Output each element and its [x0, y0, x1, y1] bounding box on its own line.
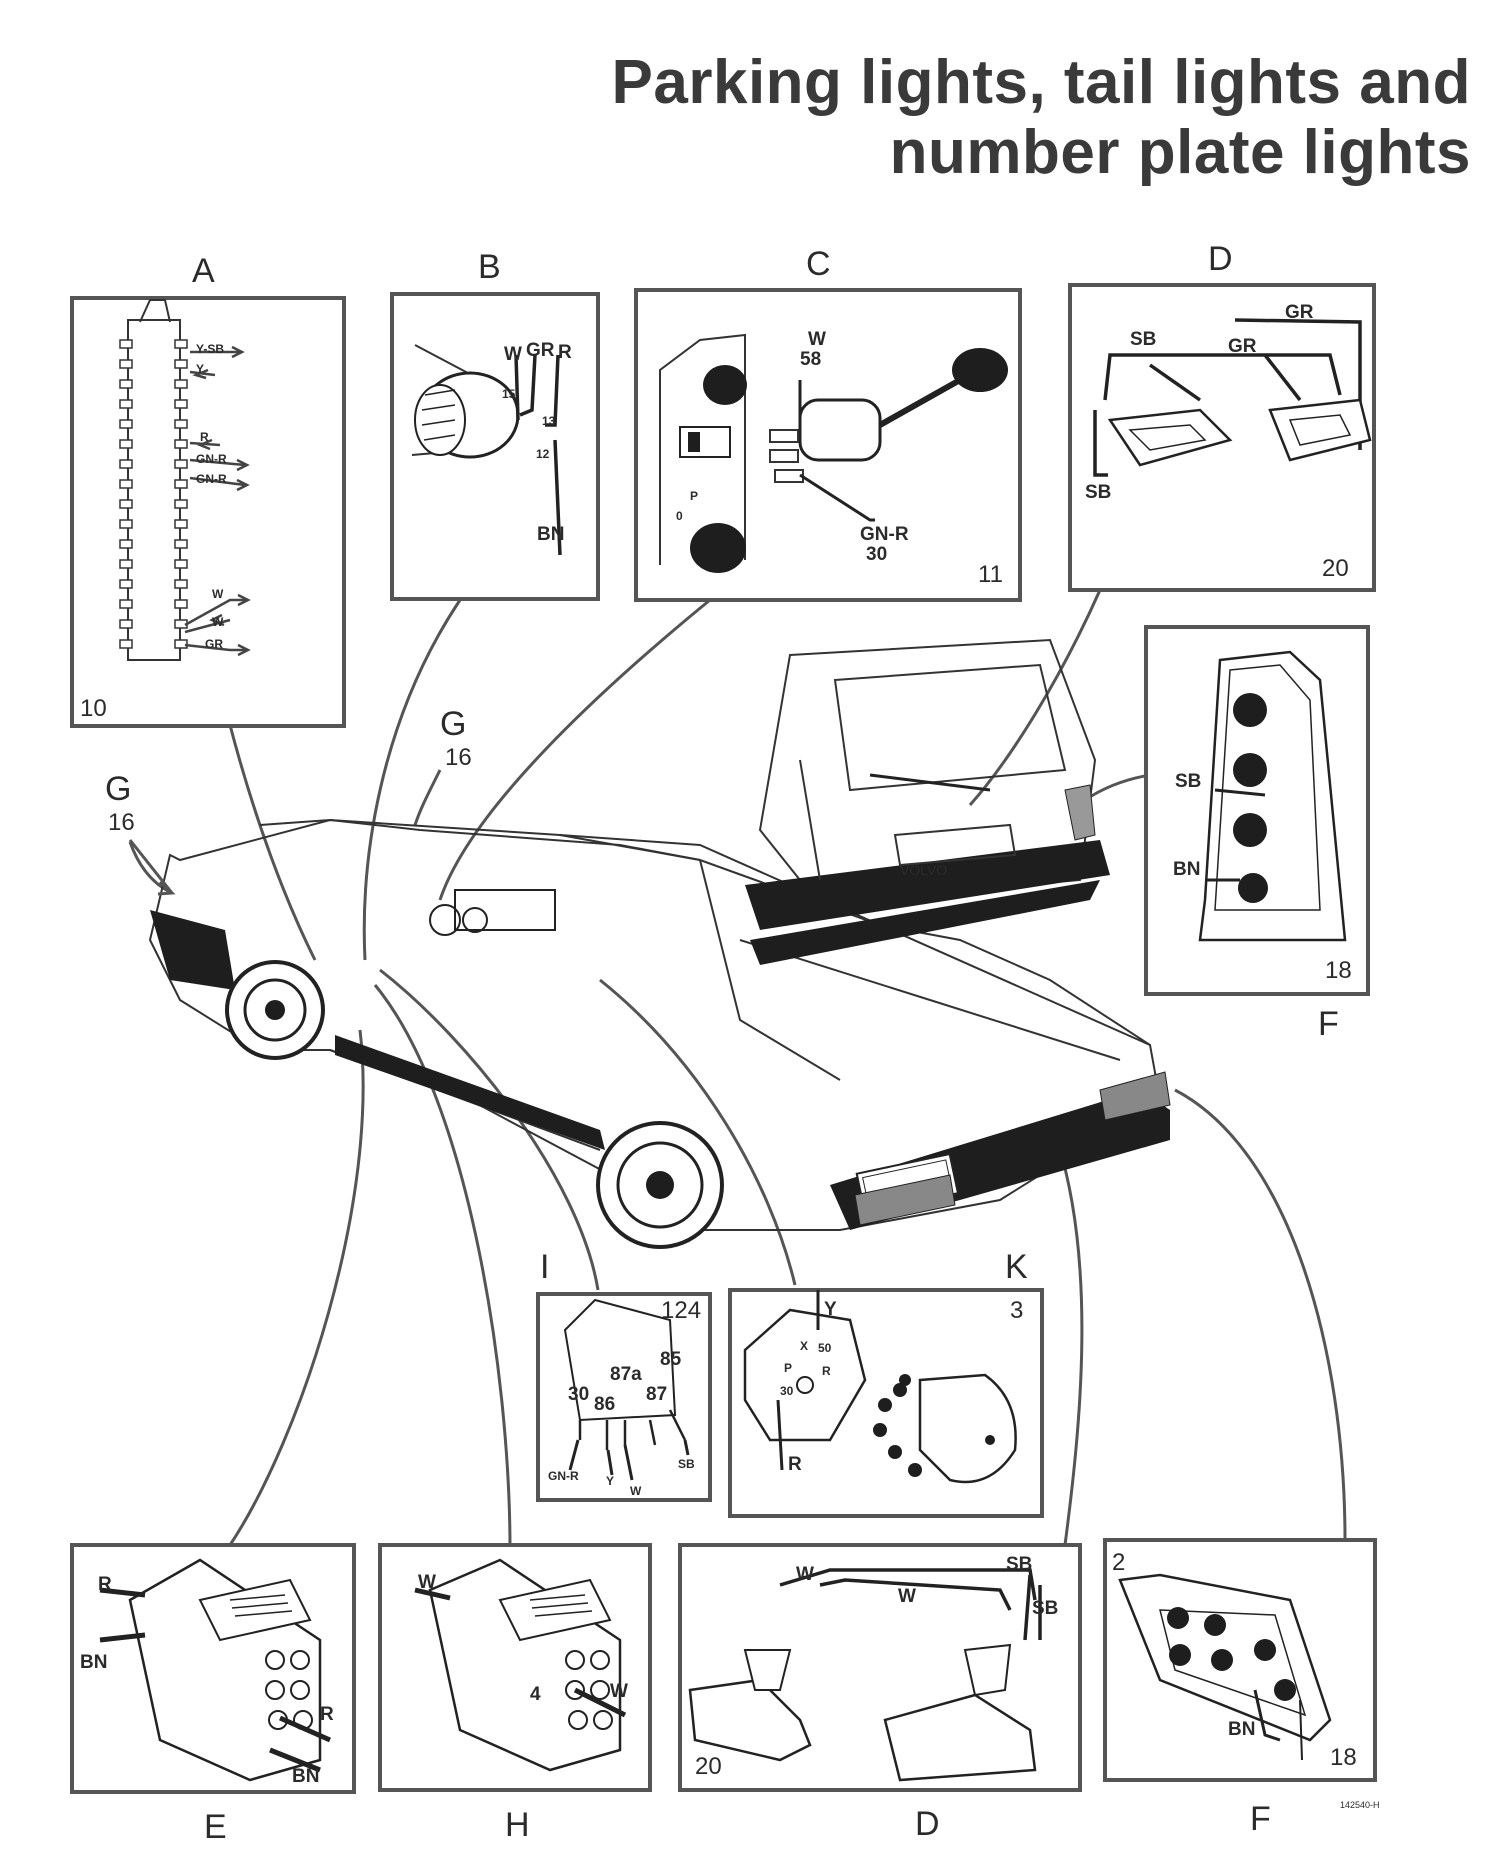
panel-c-wire-30: 30: [866, 544, 887, 565]
panel-h-wire-w-2: W: [610, 1681, 628, 1702]
panel-k-wire-r: R: [788, 1454, 802, 1475]
panel-a-number: 10: [80, 695, 107, 722]
panel-a-fuse-box: A: [70, 252, 346, 728]
panel-c-wire-gnr: GN-R: [860, 524, 909, 545]
title-line-1: Parking lights, tail lights and: [611, 48, 1471, 117]
car-illustration: VOLVO: [148, 638, 1171, 1249]
panel-f-bottom-tail-light: 2 BN 18 F: [1103, 1538, 1377, 1838]
panel-d-top-wire-sb-1: SB: [1130, 329, 1156, 350]
panel-d-top-wire-sb-2: SB: [1085, 482, 1111, 503]
panel-f-bottom-number: 18: [1330, 1744, 1357, 1771]
panel-c-letter: C: [806, 245, 831, 283]
panel-d-bottom-wire-sb-1: SB: [1006, 1554, 1032, 1575]
panel-i-wire-w: W: [630, 1484, 642, 1498]
panel-b-wire-gr: GR: [526, 340, 555, 361]
panel-i-letter: I: [540, 1248, 549, 1286]
panel-i-number: 124: [661, 1297, 701, 1324]
panel-d-top-plate-lights: D GR SB GR SB 20: [1068, 240, 1376, 592]
panel-a-wire-8: GR: [205, 637, 223, 651]
page-title: Parking lights, tail lights and number p…: [612, 48, 1472, 188]
label-g-mid: G: [440, 705, 466, 743]
panel-a-wire-2: Y: [196, 362, 204, 376]
panel-d-bottom-wire-sb-2: SB: [1032, 1598, 1058, 1619]
panel-k-number: 3: [1010, 1297, 1023, 1324]
panel-k-pin-x: X: [800, 1339, 808, 1353]
panel-c-wire-w: W: [808, 329, 826, 350]
panel-d-top-wire-gr-2: GR: [1228, 336, 1257, 357]
panel-f-top-letter: F: [1318, 1005, 1339, 1043]
panel-h-connector: W W 4 H: [378, 1543, 652, 1844]
panel-b-wire-bn: BN: [537, 524, 564, 545]
panel-d-bottom-plate-lights: W W SB SB 20 D: [678, 1543, 1082, 1843]
panel-c-switch: C 0 P W 58 GN-R 30 11: [634, 245, 1022, 602]
panel-i-wire-y: Y: [606, 1474, 614, 1488]
panel-b-pin-13: 13: [542, 414, 556, 428]
panel-h-letter: H: [505, 1806, 530, 1844]
panel-c-wire-58: 58: [800, 349, 821, 370]
volvo-badge: VOLVO: [900, 862, 947, 878]
panel-k-pin-r: R: [822, 1364, 831, 1378]
panel-f-bottom-extra: 2: [1112, 1549, 1125, 1576]
panel-h-wire-w-1: W: [418, 1572, 436, 1593]
panel-a-wire-7: W: [212, 615, 224, 629]
panel-d-bottom-wire-w-1: W: [796, 1564, 814, 1585]
panel-k-pin-30: 30: [780, 1384, 794, 1398]
panel-a-wire-5: GN-R: [196, 472, 227, 486]
panel-i-wire-gnr: GN-R: [548, 1469, 579, 1483]
panel-i-wire-sb: SB: [678, 1457, 695, 1471]
panel-b-wire-w: W: [504, 344, 522, 365]
panel-f-top-wire-sb: SB: [1175, 771, 1201, 792]
panel-i-pin-86: 86: [594, 1394, 615, 1415]
panel-f-top-tail-light: SB BN 18 F: [1144, 625, 1370, 1043]
panel-i-pin-30: 30: [568, 1384, 589, 1405]
panel-k-ignition-switch: K 3 Y R X 50 P R 30: [728, 1248, 1044, 1518]
panel-d-bottom-letter: D: [915, 1805, 940, 1843]
panel-f-bottom-letter: F: [1250, 1800, 1271, 1838]
panel-e-wire-bn-1: BN: [80, 1652, 107, 1673]
panel-a-wire-4: GN-R: [196, 452, 227, 466]
panel-c-knob-p: P: [690, 489, 698, 503]
panel-k-pin-50: 50: [818, 1341, 832, 1355]
panel-e-wire-r-1: R: [98, 1574, 112, 1595]
panel-e-wire-r-2: R: [320, 1704, 334, 1725]
panel-k-wire-y: Y: [824, 1299, 837, 1320]
title-line-2: number plate lights: [889, 118, 1471, 187]
panel-k-letter: K: [1005, 1248, 1028, 1286]
panel-c-number: 11: [978, 561, 1003, 588]
panel-d-top-number: 20: [1322, 555, 1349, 582]
panel-k-pin-p: P: [784, 1361, 792, 1375]
panel-b-pin-12: 12: [536, 447, 550, 461]
panel-f-top-wire-bn: BN: [1173, 859, 1200, 880]
panel-a-wire-3: R: [200, 430, 209, 444]
panel-a-letter: A: [192, 252, 215, 290]
panel-a-wire-6: W: [212, 587, 224, 601]
panel-b-pin-15: 15: [502, 387, 516, 401]
panel-e-connector: R BN R BN E: [70, 1543, 356, 1846]
panel-i-relay: I 124 87a 85 30 86 87 GN-R Y W SB: [536, 1248, 712, 1502]
panel-e-wire-bn-2: BN: [292, 1766, 319, 1787]
panel-i-pin-85: 85: [660, 1349, 682, 1370]
panel-e-letter: E: [204, 1808, 227, 1846]
panel-f-top-number: 18: [1325, 957, 1352, 984]
panel-d-bottom-wire-w-2: W: [898, 1586, 916, 1607]
panel-d-top-wire-gr-1: GR: [1285, 302, 1314, 323]
panel-b-wire-r: R: [558, 342, 572, 363]
panel-b-letter: B: [478, 248, 501, 286]
panel-i-pin-87a: 87a: [610, 1364, 642, 1385]
panel-d-bottom-number: 20: [695, 1753, 722, 1780]
label-g-left: G: [105, 770, 131, 808]
panel-i-pin-87: 87: [646, 1384, 667, 1405]
panel-f-bottom-wire-bn: BN: [1228, 1719, 1255, 1740]
panel-d-top-letter: D: [1208, 240, 1233, 278]
panel-h-pin-4: 4: [530, 1684, 541, 1705]
panel-a-wire-1: Y-SB: [196, 342, 224, 356]
panel-b-light-switch: B W GR R BN 15 13 12: [390, 248, 600, 601]
label-g-mid-number: 16: [445, 744, 472, 771]
label-g-left-number: 16: [108, 809, 135, 836]
reference-code: 142540-H: [1340, 1800, 1380, 1810]
panel-c-knob-0: 0: [676, 509, 683, 523]
